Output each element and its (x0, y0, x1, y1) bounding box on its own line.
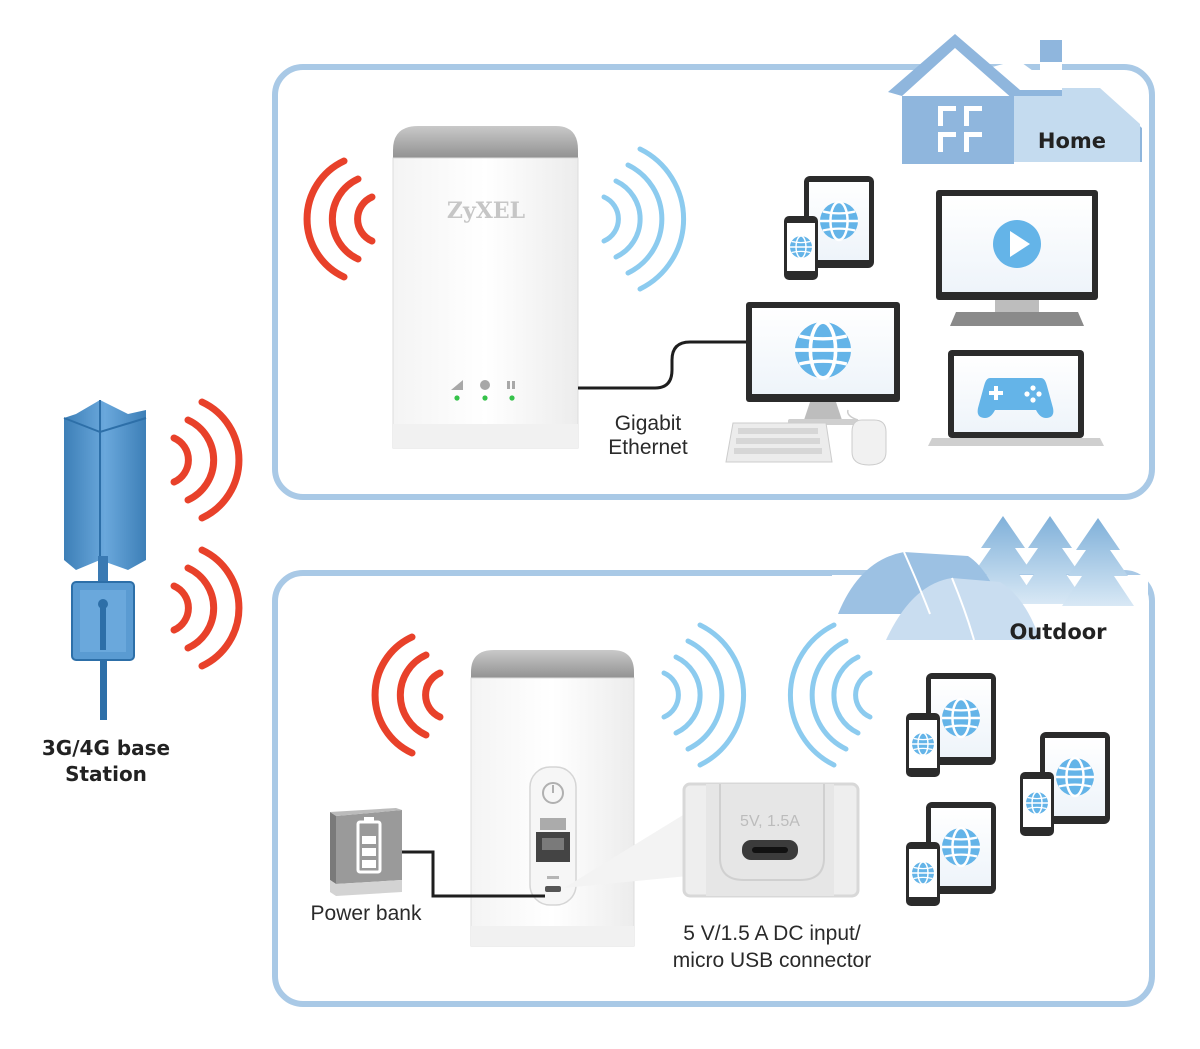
base-station-tower-icon (63, 400, 147, 720)
port-rating-label: 5V, 1.5A (740, 813, 800, 830)
brand-logo: ZyXEL (447, 198, 525, 224)
home-panel: Home ZyXEL Gigabit Ethernet (272, 34, 1155, 500)
outdoor-panel: Outdoor (272, 516, 1155, 1007)
base-station-label-line1: 3G/4G base (42, 736, 170, 760)
laptop-game-icon (928, 350, 1104, 446)
tower-signal-icon-2 (174, 550, 239, 666)
gigabit-label-line2: Ethernet (608, 436, 688, 459)
base-station-label-line2: Station (65, 762, 147, 786)
gigabit-label-line1: Gigabit (615, 412, 682, 435)
status-icons (451, 380, 515, 390)
tower-signal-icon-1 (174, 402, 239, 518)
power-button-icon (542, 782, 564, 804)
home-router: ZyXEL (392, 126, 579, 449)
dc-input-label-line2: micro USB connector (673, 949, 871, 972)
home-label: Home (1038, 129, 1106, 153)
dc-input-label-line1: 5 V/1.5 A DC input/ (683, 922, 861, 945)
power-bank-label: Power bank (311, 902, 422, 925)
usb-port-callout: 5V, 1.5A (564, 782, 860, 898)
house-icon (888, 34, 1142, 164)
usb-port-icon (545, 886, 561, 892)
desktop-computer-icon (725, 302, 900, 466)
power-bank-icon (330, 808, 402, 896)
outdoor-router (470, 650, 635, 947)
camping-scene-icon (832, 516, 1148, 645)
outdoor-label: Outdoor (1009, 620, 1107, 644)
tv-video-icon (936, 190, 1098, 326)
